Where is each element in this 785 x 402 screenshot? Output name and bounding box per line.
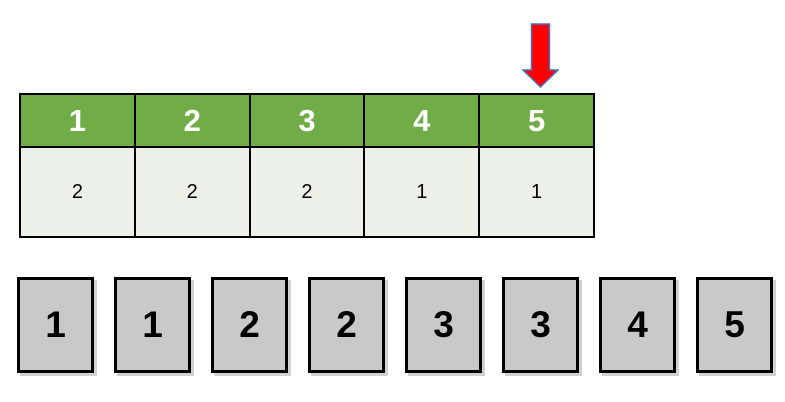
counting-table-column: 3 2 [248, 95, 364, 236]
array-box: 3 [502, 277, 579, 373]
array-box: 2 [308, 277, 385, 373]
array-box: 3 [405, 277, 482, 373]
counting-table: 1 2 2 2 3 2 4 1 5 1 [19, 93, 595, 238]
array-box: 4 [599, 277, 676, 373]
count-cell: 2 [250, 148, 364, 236]
header-cell: 4 [365, 95, 479, 148]
header-cell: 1 [21, 95, 134, 148]
array-box: 2 [211, 277, 288, 373]
counting-table-column: 5 1 [478, 95, 593, 236]
counting-table-column: 1 2 [21, 95, 134, 236]
count-cell: 2 [21, 148, 134, 236]
array-box: 1 [114, 277, 191, 373]
sorted-array: 1 1 2 2 3 3 4 5 [17, 277, 773, 373]
counting-table-column: 2 2 [133, 95, 249, 236]
count-cell: 1 [365, 148, 479, 236]
header-cell: 2 [135, 95, 249, 148]
array-box: 5 [696, 277, 773, 373]
header-cell: 5 [480, 95, 593, 148]
array-box: 1 [17, 277, 94, 373]
counting-table-column: 4 1 [363, 95, 479, 236]
down-arrow-icon [521, 23, 560, 89]
count-cell: 1 [480, 148, 593, 236]
header-cell: 3 [250, 95, 364, 148]
count-cell: 2 [135, 148, 249, 236]
